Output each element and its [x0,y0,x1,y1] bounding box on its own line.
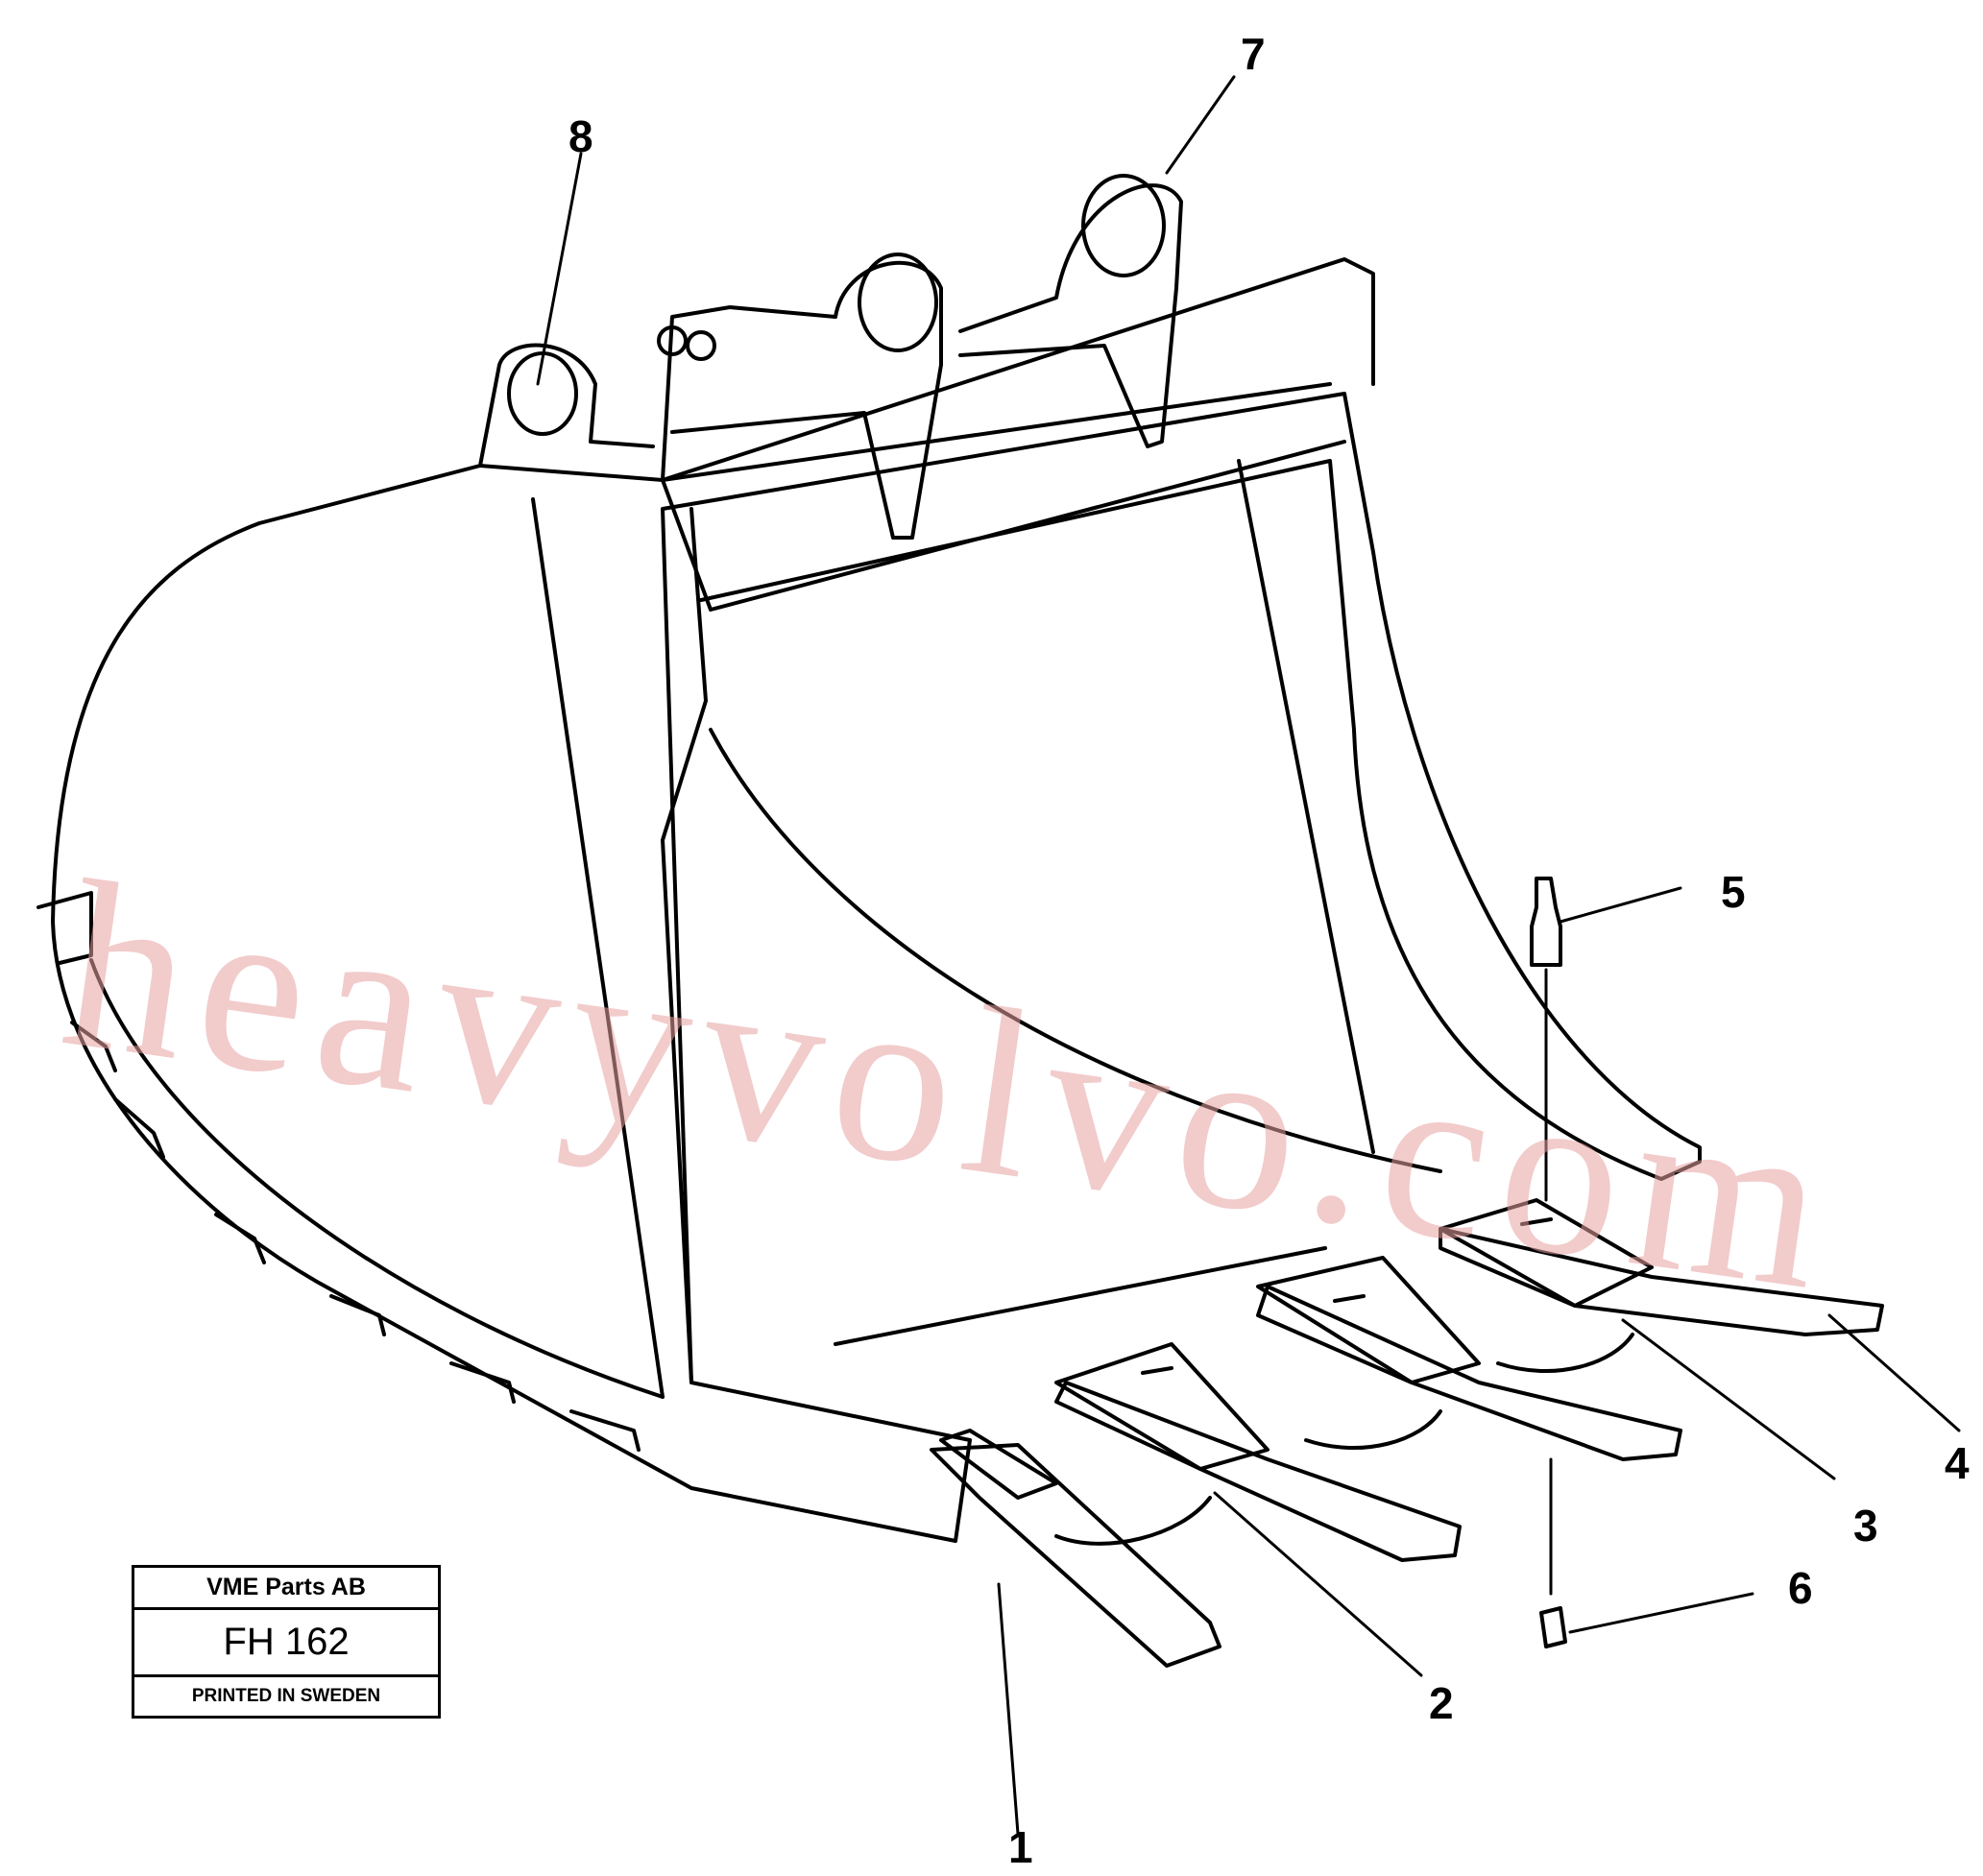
bracket-hole [686,330,716,361]
tooth-2 [1054,1381,1462,1562]
leader-line-5 [1559,886,1682,924]
bracket-hole [657,325,688,356]
company-name: VME Parts AB [134,1568,438,1610]
callout-3: 3 [1853,1501,1878,1551]
callout-5: 5 [1721,867,1746,917]
callout-8: 8 [568,111,593,161]
lip-scallops [1054,1333,1634,1546]
bucket-rim [257,257,1375,525]
tooth-adapter-4 [1439,1198,1654,1308]
leader-line-4 [1827,1313,1961,1432]
side-panel-line [661,507,708,1384]
leader-line-1 [997,1582,1020,1836]
tooth-3 [1256,1285,1682,1461]
tooth-1 [930,1443,1221,1668]
bracket-eye [1081,174,1166,277]
mounting-bracket-center [661,261,943,540]
inner-side-curve [89,958,665,1399]
leader-line-8 [536,152,583,386]
title-block: VME Parts AB FH 162 PRINTED IN SWEDEN [132,1565,441,1719]
adapter-slot [1333,1294,1366,1303]
mounting-bracket-right [958,183,1183,448]
callout-2: 2 [1429,1678,1454,1728]
tooth-adapter-2 [1054,1342,1270,1471]
figure-code: FH 162 [134,1610,438,1677]
leader-line-7 [1165,75,1236,175]
side-edge-segments [36,891,641,1452]
adapter-slot [1520,1217,1553,1226]
bracket-eye [858,253,938,352]
inner-floor [834,1246,1327,1346]
leader-line-6 [1568,1592,1754,1634]
inner-curve [709,728,1442,1173]
inner-back-line [1237,459,1375,1154]
leader-line-3 [1621,1318,1836,1480]
watermark: heavyvolvo.com [50,830,1851,1342]
adapter-slot [1141,1366,1173,1375]
callout-4: 4 [1945,1438,1970,1488]
pin [1530,877,1562,967]
mounting-bracket-left [478,343,655,468]
callout-1: 1 [1008,1822,1033,1872]
bucket-shell [51,392,1702,1543]
side-panel-line [531,497,665,1399]
leader-line-2 [1213,1491,1423,1677]
tooth-adapter-1 [939,1429,1058,1500]
printed-note: PRINTED IN SWEDEN [191,1686,381,1706]
callout-6: 6 [1788,1563,1813,1613]
tooth-adapter-3 [1256,1256,1481,1384]
tooth-4 [1439,1227,1884,1336]
top-crossbeam [661,382,1346,612]
retainer [1539,1606,1567,1648]
callout-7: 7 [1241,29,1266,79]
